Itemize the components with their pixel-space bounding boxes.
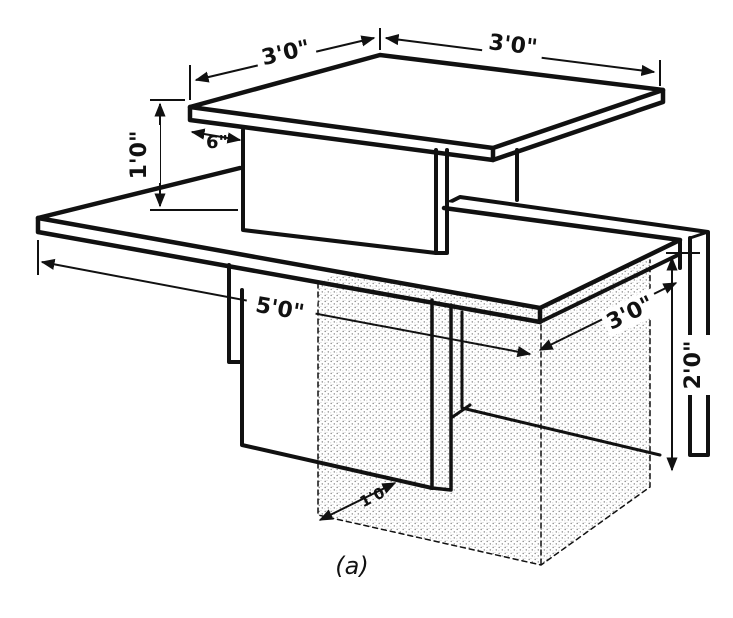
dim-top-right-width: 3'0" — [487, 30, 538, 61]
dim-upper-height: 1'0" — [127, 131, 152, 180]
figure-caption: (a) — [335, 552, 368, 580]
dim-block-height: 2'0" — [681, 341, 706, 390]
upper-support-box — [241, 128, 519, 255]
dim-offset: 6" — [206, 132, 228, 153]
